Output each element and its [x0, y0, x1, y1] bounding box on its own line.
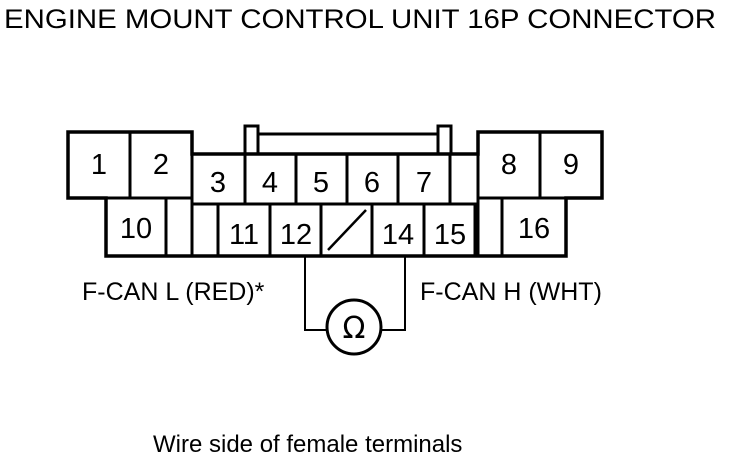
pin-5: 5 — [313, 167, 329, 199]
latch-right — [436, 124, 453, 156]
empty-cavity-slash — [327, 209, 367, 251]
pin-4: 4 — [262, 167, 278, 199]
pin-12: 12 — [280, 219, 312, 251]
pin-16: 16 — [518, 213, 550, 245]
wire-label-fcan-low: F-CAN L (RED)* — [82, 278, 265, 306]
ohm-symbol: Ω — [343, 311, 366, 346]
probe-lead-low — [304, 256, 326, 331]
pin-15: 15 — [434, 219, 466, 251]
pin-1: 1 — [91, 149, 107, 181]
cavity-dividers — [68, 132, 602, 256]
pin-9: 9 — [563, 149, 579, 181]
latch-left — [243, 124, 260, 156]
pin-3: 3 — [210, 167, 226, 199]
pin-10: 10 — [120, 213, 152, 245]
diagram-caption: Wire side of female terminals — [153, 431, 462, 458]
pin-2: 2 — [153, 149, 169, 181]
pin-11: 11 — [229, 219, 259, 251]
ohmmeter-icon — [325, 298, 383, 356]
wire-label-fcan-high: F-CAN H (WHT) — [420, 278, 602, 306]
diagram-title: ENGINE MOUNT CONTROL UNIT 16P CONNECTOR — [4, 4, 716, 34]
pin-8: 8 — [501, 149, 517, 181]
probe-lead-high — [382, 256, 406, 331]
pin-14: 14 — [382, 219, 414, 251]
pin-6: 6 — [364, 167, 380, 199]
pin-7: 7 — [416, 167, 432, 199]
